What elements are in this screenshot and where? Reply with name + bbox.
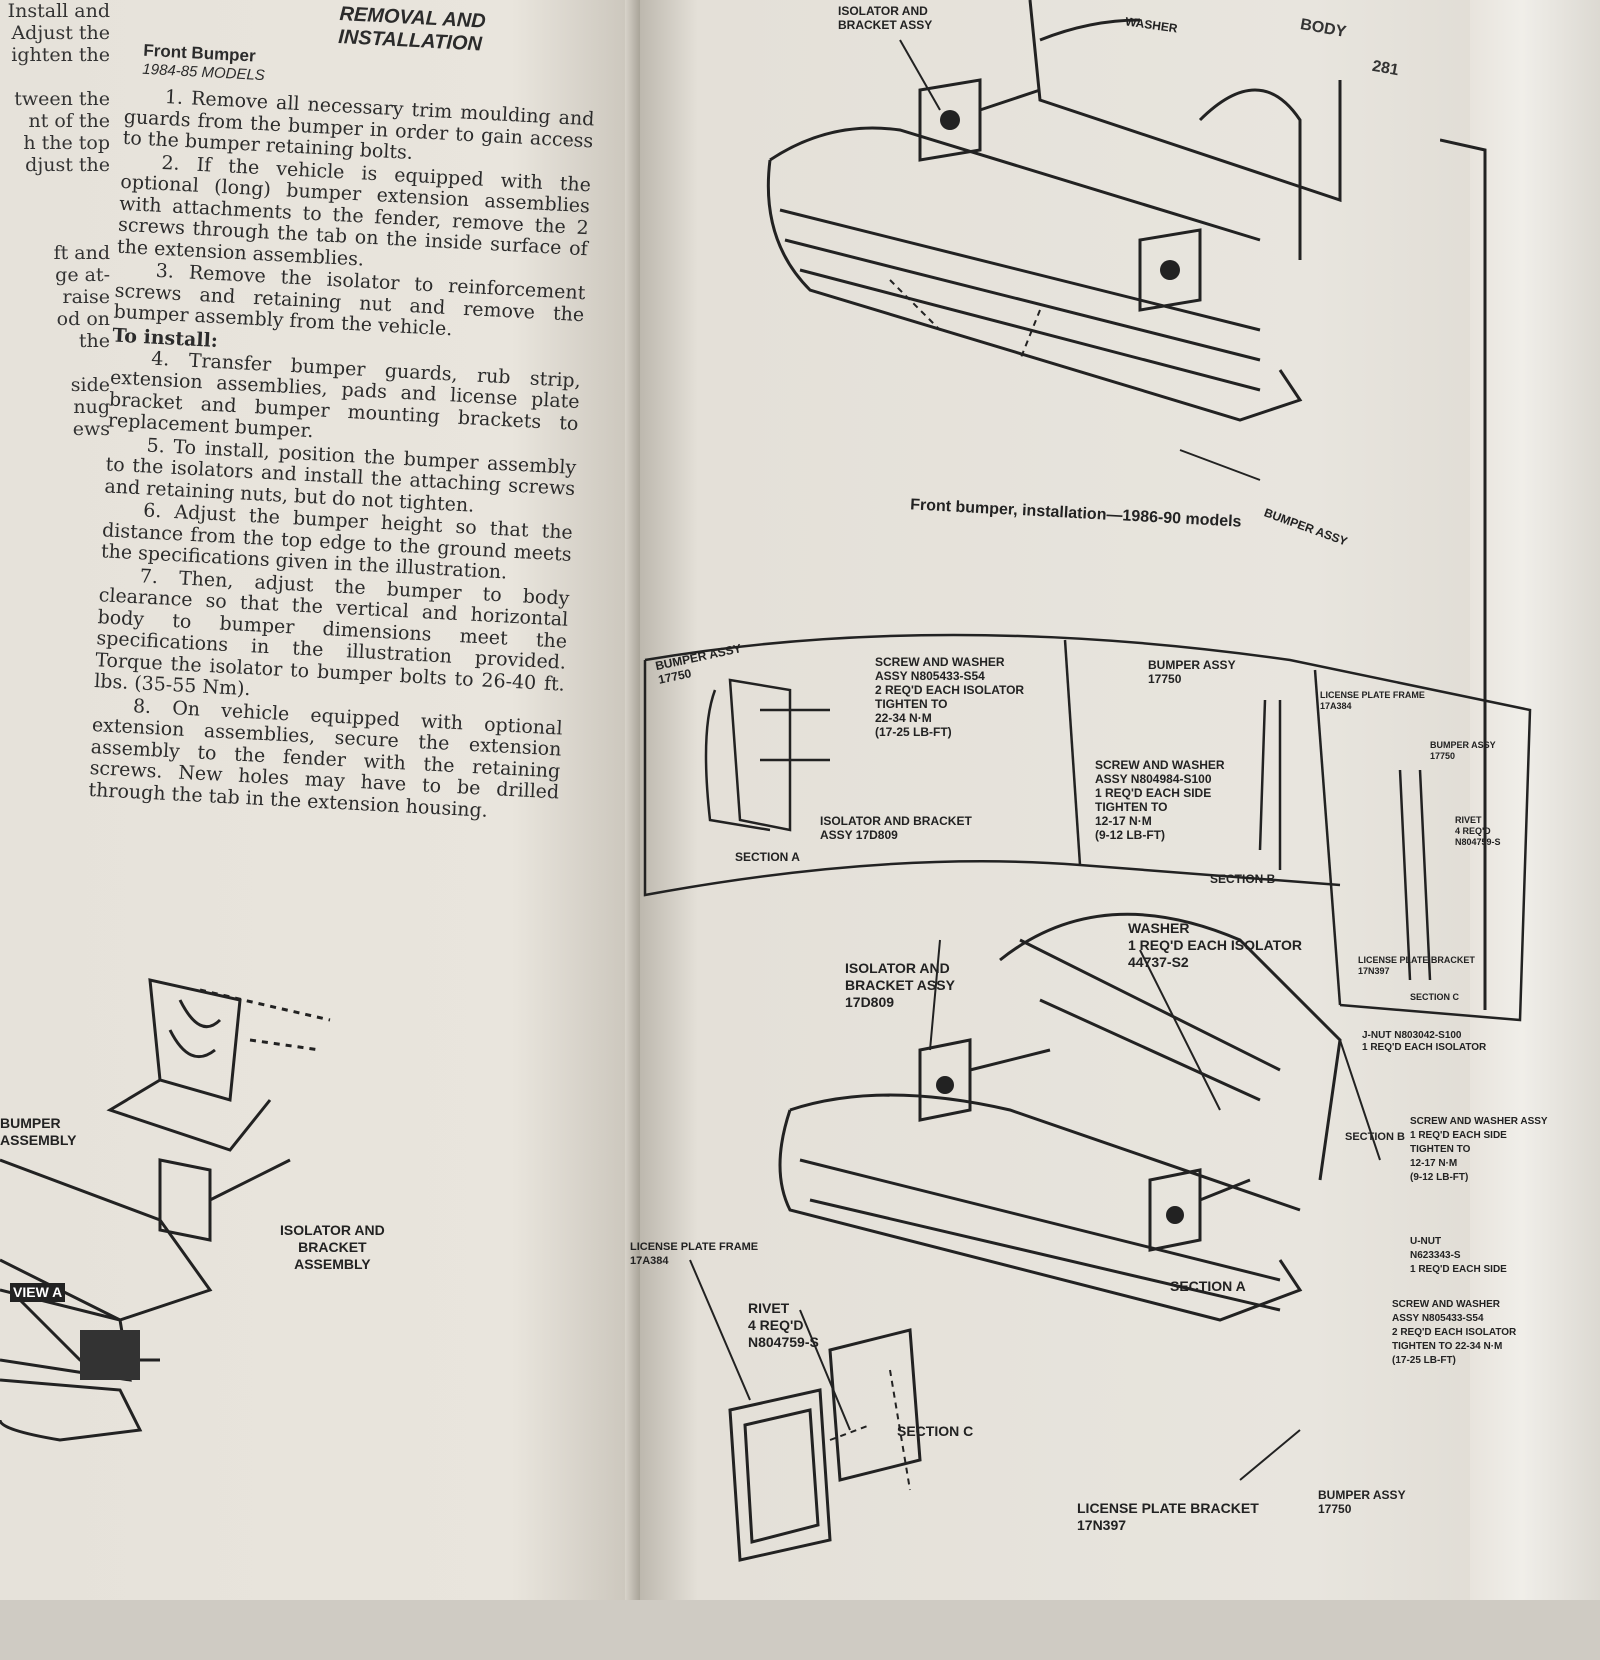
section-c-rivet-label: RIVET 4 REQ'D N804759-S [1455, 815, 1501, 847]
j-nut-label: J-NUT N803042-S100 1 REQ'D EACH ISOLATOR [1362, 1030, 1487, 1053]
left-page: Install and Adjust the ighten the tween … [0, 0, 640, 1600]
bumper-assembly-label: BUMPER ASSEMBLY [0, 1115, 77, 1148]
section-a-title: SECTION A [735, 850, 800, 864]
fragment [0, 176, 110, 198]
rivet-label: RIVET 4 REQ'D N804759-S [748, 1300, 819, 1350]
screw-washer-a-label: SCREW AND WASHER ASSY N805433-S54 2 REQ'… [1392, 1299, 1517, 1366]
main-bumper-figure [689, 912, 1381, 1562]
fragment: tween the [14, 88, 110, 110]
page-edge [1470, 0, 1600, 1600]
fragment: Adjust the [11, 22, 110, 44]
fragment: side [70, 374, 110, 396]
page-border [1440, 138, 1487, 1010]
right-page [640, 0, 1600, 1600]
isolator-label: ISOLATOR AND BRACKET ASSEMBLY [280, 1222, 385, 1272]
top-isolator-label: ISOLATOR AND BRACKET ASSY [838, 4, 933, 32]
section-b-title: SECTION B [1210, 872, 1276, 886]
u-nut-label: U-NUT N623343-S 1 REQ'D EACH SIDE [1410, 1236, 1507, 1275]
fragment: od on [56, 308, 110, 330]
fragment: ighten the [11, 44, 110, 66]
bumper-assy-label: BUMPER ASSY 17750 [1318, 1488, 1406, 1516]
license-frame-label: LICENSE PLATE FRAME 17A384 [630, 1241, 759, 1267]
step: 7. Then, adjust the bumper to body clear… [93, 564, 570, 701]
fragment: the [78, 330, 110, 352]
section-a-screw-label: SCREW AND WASHER ASSY N805433-S54 2 REQ'… [875, 655, 1025, 739]
washer-label: WASHER 1 REQ'D EACH ISOLATOR 44737-S2 [1128, 920, 1302, 970]
section-b-screw-label: SCREW AND WASHER ASSY N804984-S100 1 REQ… [1095, 758, 1225, 842]
fragment [0, 198, 110, 220]
license-bracket-label: LICENSE PLATE BRACKET 17N397 [1077, 1500, 1259, 1533]
fragment [0, 66, 110, 88]
section-c-frame-label: LICENSE PLATE FRAME 17A384 [1320, 690, 1425, 711]
section-b-callout: SECTION B [1345, 1131, 1405, 1143]
screw-washer-b-label: SCREW AND WASHER ASSY 1 REQ'D EACH SIDE … [1410, 1116, 1548, 1183]
section-c-bracket-label: LICENSE PLATE BRACKET 17N397 [1358, 955, 1475, 976]
section-panels-frame [643, 633, 1532, 1022]
fragment: h the top [23, 132, 110, 154]
fragment: Install and [7, 0, 110, 22]
isolator-bracket-label: ISOLATOR AND BRACKET ASSY 17D809 [845, 960, 955, 1010]
fragment: djust the [25, 154, 110, 176]
article-body: REMOVAL AND INSTALLATION Front Bumper 19… [88, 0, 599, 826]
section-a-isolator-label: ISOLATOR AND BRACKET ASSY 17D809 [820, 814, 972, 842]
section-a-callout: SECTION A [1170, 1278, 1246, 1294]
fragment [0, 220, 110, 242]
fragment: ews [72, 418, 110, 440]
fragment: nt of the [28, 110, 110, 132]
fragment: nug [73, 396, 110, 418]
section-b-bumper-label: BUMPER ASSY 17750 [1148, 658, 1236, 686]
top-bumper-figure [766, 0, 1342, 481]
fragment [0, 352, 110, 374]
section-c-callout: SECTION C [897, 1423, 974, 1439]
previous-column-fragments: Install and Adjust the ighten the tween … [0, 0, 110, 440]
step: 8. On vehicle equipped with optional ext… [88, 694, 564, 822]
left-bumper-diagram [0, 978, 331, 1442]
section-c-title: SECTION C [1410, 992, 1460, 1002]
view-a-label: VIEW A [10, 1283, 66, 1302]
fragment: raise [62, 286, 110, 308]
section-c-bumper-label: BUMPER ASSY 17750 [1430, 740, 1496, 761]
fragment: ge at- [55, 264, 110, 286]
fragment: ft and [53, 242, 110, 264]
